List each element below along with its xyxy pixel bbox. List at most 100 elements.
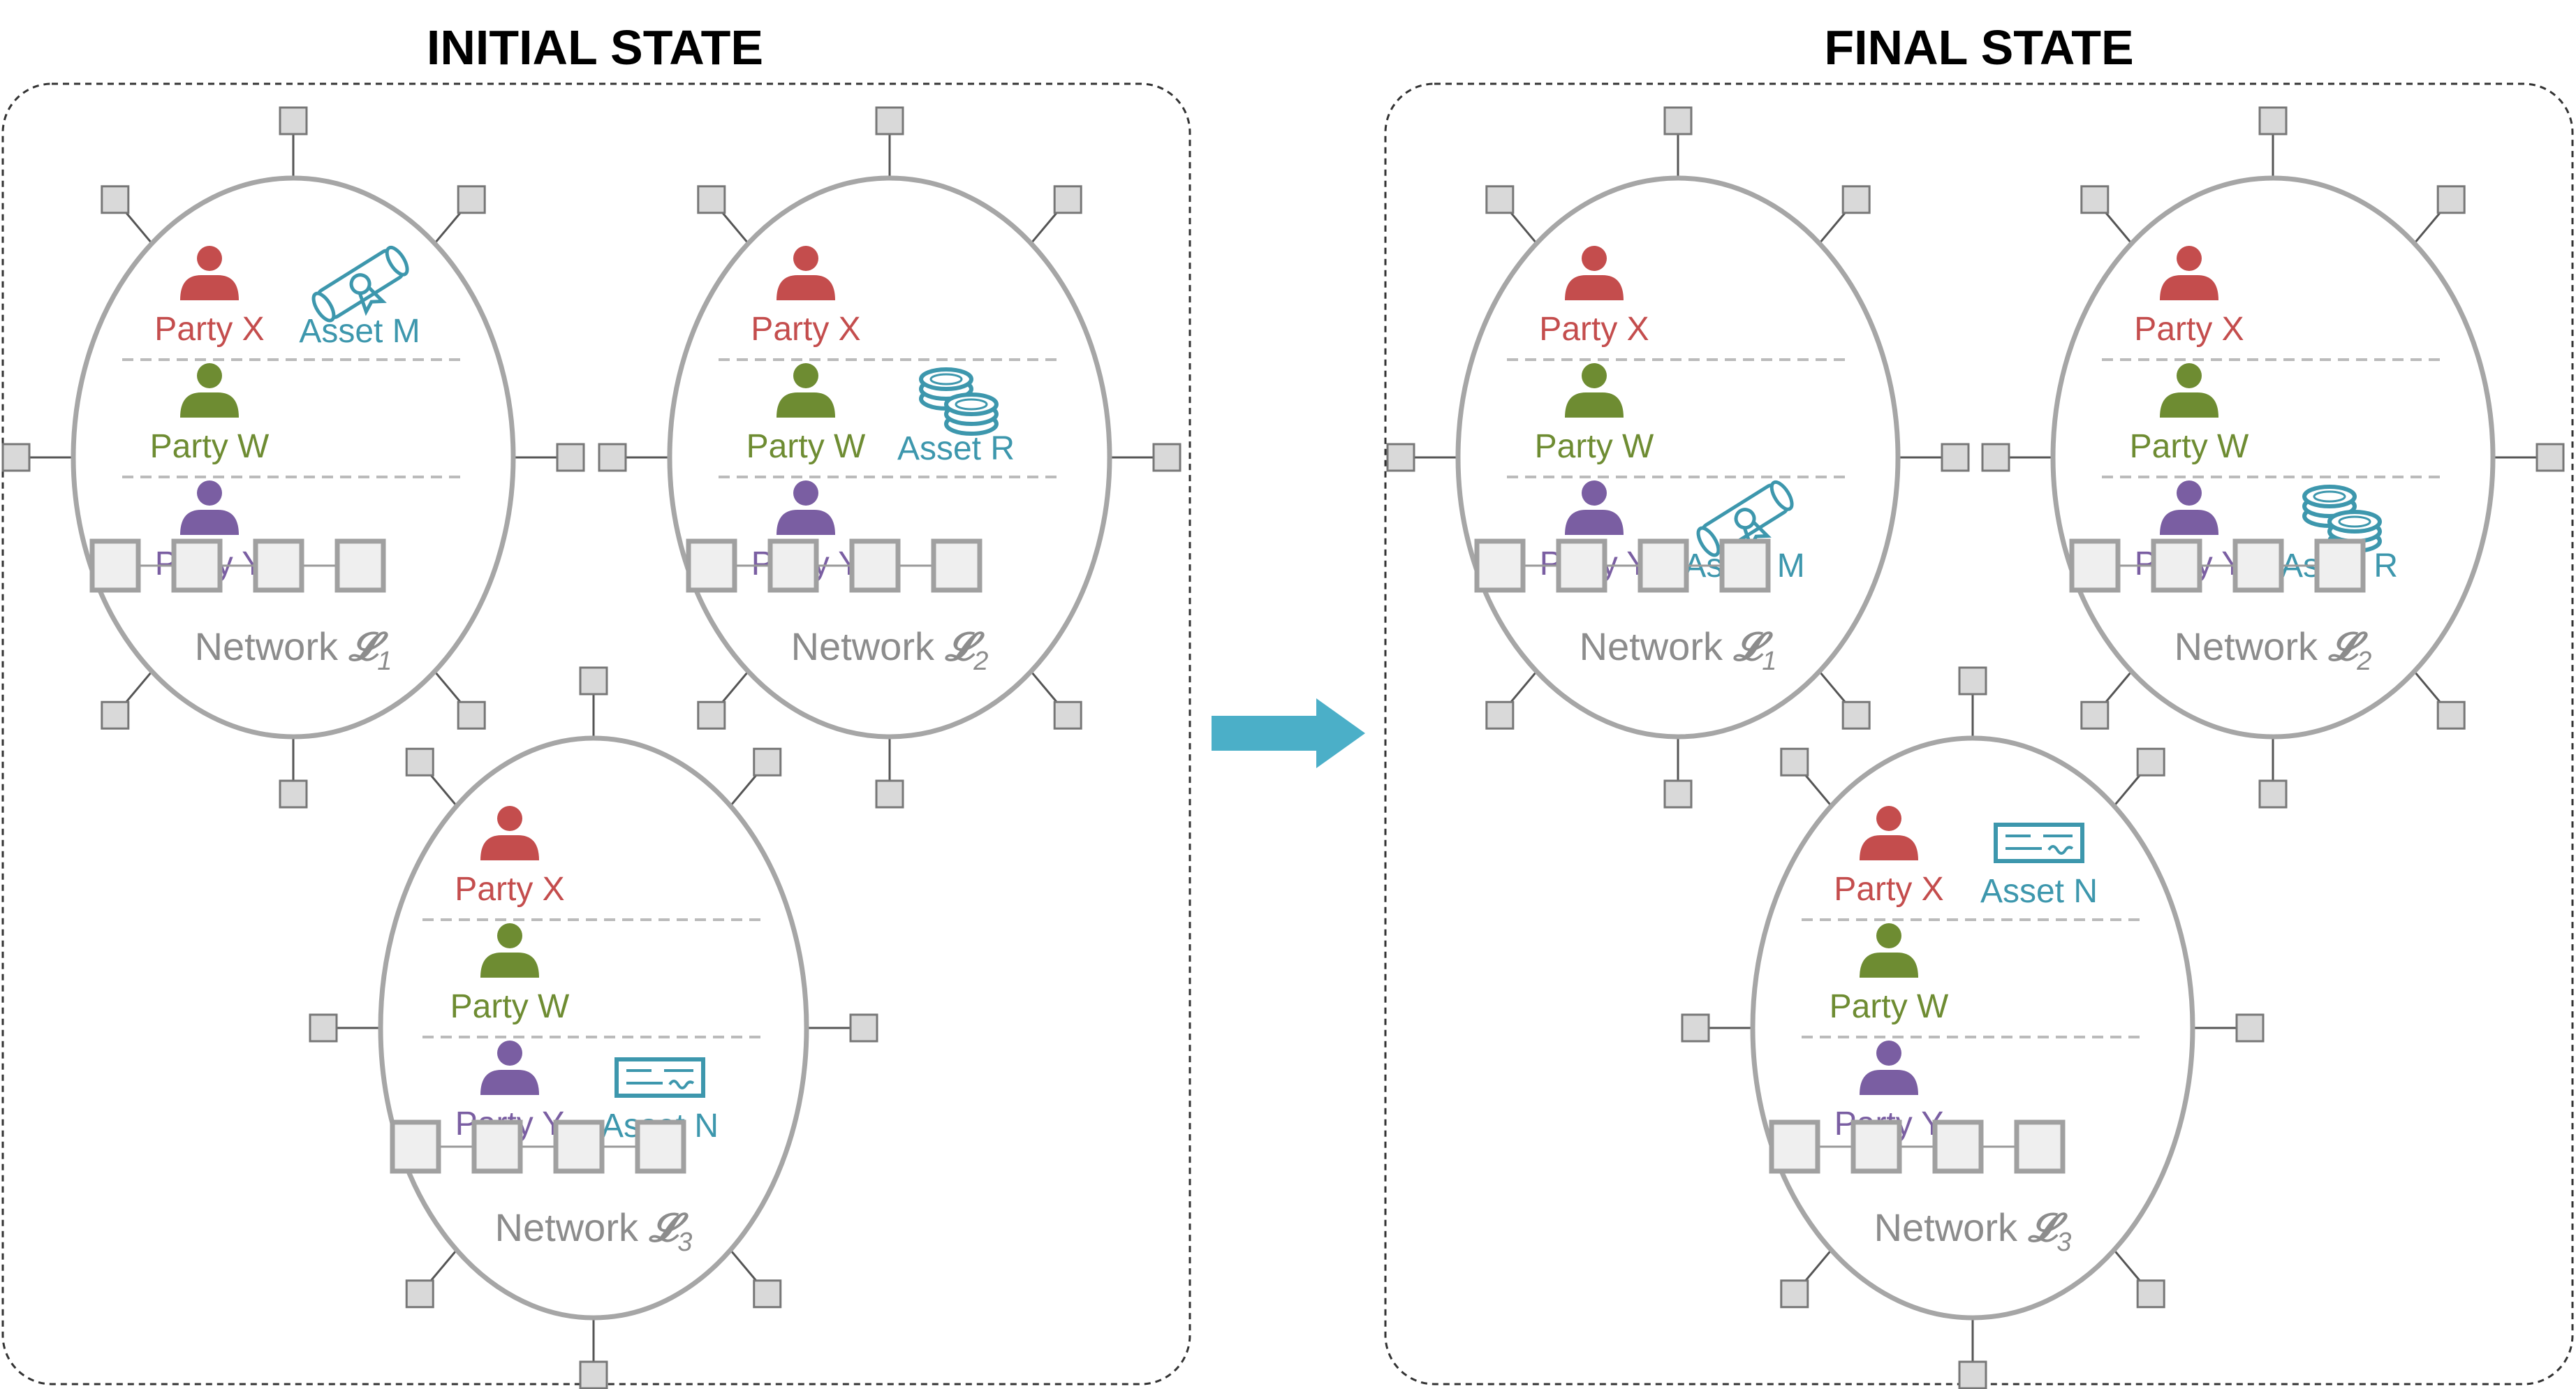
peer-node xyxy=(457,185,486,214)
ledger-block xyxy=(253,538,304,593)
ledger-block xyxy=(1474,538,1526,593)
person-icon xyxy=(480,923,539,978)
network-ring xyxy=(1455,175,1901,740)
person-icon xyxy=(1860,923,1918,978)
peer-node xyxy=(1386,443,1415,472)
bank-check-icon xyxy=(614,1057,705,1098)
peer-node xyxy=(579,666,608,696)
person-icon xyxy=(180,246,239,300)
party-label: Party W xyxy=(746,428,866,465)
peer-node xyxy=(697,700,726,730)
party-label: Party X xyxy=(154,311,264,348)
ledger-block xyxy=(471,1119,523,1174)
initial-state-panel xyxy=(1,82,1191,1386)
peer-node xyxy=(2258,779,2288,809)
peer-node xyxy=(556,443,585,472)
coin-stack-icon xyxy=(2302,485,2382,553)
ledger-block xyxy=(2069,538,2121,593)
peer-node xyxy=(875,779,904,809)
peer-node xyxy=(753,747,782,777)
person-icon xyxy=(180,480,239,535)
person-icon xyxy=(1565,246,1624,300)
peer-node xyxy=(875,106,904,135)
ledger-block xyxy=(334,538,386,593)
asset-label: Asset R xyxy=(897,430,1015,467)
person-icon xyxy=(1565,363,1624,418)
peer-node xyxy=(2235,1013,2265,1043)
person-icon xyxy=(1565,480,1624,535)
final-state-title: FINAL STATE xyxy=(1824,20,2133,75)
person-icon xyxy=(180,363,239,418)
peer-node xyxy=(457,700,486,730)
ledger-block xyxy=(849,538,901,593)
peer-node xyxy=(1941,443,1970,472)
peer-node xyxy=(1663,106,1693,135)
ledger-block xyxy=(1932,1119,1984,1174)
ledger-block xyxy=(1556,538,1607,593)
peer-node xyxy=(1958,666,1987,696)
peer-node xyxy=(1053,185,1082,214)
network-label: Network 𝓛3 xyxy=(1874,1205,2072,1257)
person-icon xyxy=(2160,480,2218,535)
person-icon xyxy=(2160,363,2218,418)
peer-node xyxy=(309,1013,338,1043)
network-label: Network 𝓛1 xyxy=(195,624,392,676)
peer-node xyxy=(405,747,434,777)
peer-node xyxy=(405,1279,434,1309)
peer-node xyxy=(2436,185,2466,214)
party-label: Party X xyxy=(2134,311,2244,348)
party-label: Party W xyxy=(450,988,570,1025)
peer-node xyxy=(2436,700,2466,730)
certificate-scroll-icon xyxy=(1696,480,1794,557)
asset-label: Asset N xyxy=(1980,873,2098,910)
network-label: Network 𝓛1 xyxy=(1580,624,1777,676)
person-icon xyxy=(1860,1041,1918,1095)
ledger-block xyxy=(2014,1119,2066,1174)
ledger-block xyxy=(390,1119,441,1174)
peer-node xyxy=(1780,747,1809,777)
network-label: Network 𝓛2 xyxy=(791,624,989,676)
transition-arrow xyxy=(1212,698,1365,768)
peer-node xyxy=(849,1013,878,1043)
ledger-block xyxy=(1719,538,1771,593)
party-label: Party X xyxy=(1834,871,1943,908)
peer-node xyxy=(1053,700,1082,730)
network-ring xyxy=(2050,175,2496,740)
peer-node xyxy=(2258,106,2288,135)
ledger-block xyxy=(767,538,819,593)
person-icon xyxy=(777,363,835,418)
party-label: Party W xyxy=(150,428,270,465)
ledger-block xyxy=(171,538,223,593)
party-label: Party X xyxy=(751,311,860,348)
peer-node xyxy=(279,106,308,135)
ledger-block xyxy=(1769,1119,1820,1174)
ledger-block xyxy=(89,538,141,593)
person-icon xyxy=(1860,806,1918,860)
party-label: Party W xyxy=(2130,428,2249,465)
peer-node xyxy=(101,185,130,214)
peer-node xyxy=(1485,185,1515,214)
peer-node xyxy=(1841,185,1871,214)
ledger-block xyxy=(2232,538,2284,593)
network-ring xyxy=(71,175,516,740)
peer-node xyxy=(1780,1279,1809,1309)
network-label: Network 𝓛3 xyxy=(495,1205,693,1257)
peer-node xyxy=(753,1279,782,1309)
peer-node xyxy=(579,1360,608,1389)
ledger-block xyxy=(931,538,982,593)
peer-node xyxy=(2080,185,2110,214)
peer-node xyxy=(1841,700,1871,730)
peer-node xyxy=(1958,1360,1987,1389)
ledger-block xyxy=(553,1119,605,1174)
peer-node xyxy=(697,185,726,214)
ledger-block xyxy=(1850,1119,1902,1174)
asset-label: Asset M xyxy=(299,313,420,350)
person-icon xyxy=(777,246,835,300)
peer-node xyxy=(598,443,627,472)
peer-node xyxy=(1663,779,1693,809)
